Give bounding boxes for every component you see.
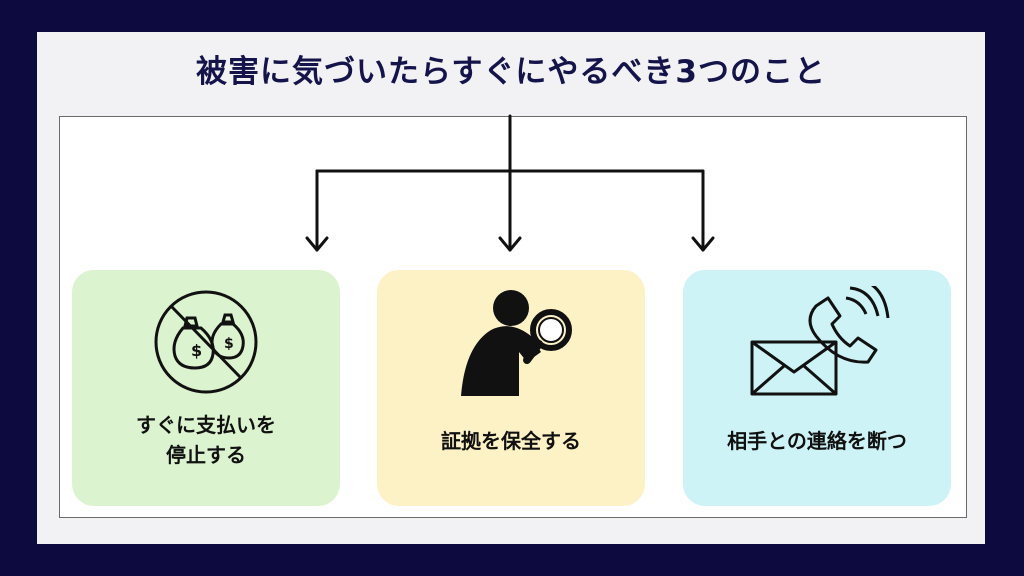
page-title: 被害に気づいたらすぐにやるべき3つのこと <box>196 54 826 90</box>
step-label-line1: すぐに支払いを <box>136 413 276 437</box>
step-label-preserve-evidence: 証拠を保全する <box>441 429 581 453</box>
no-money-icon: $ $ <box>154 290 258 394</box>
step-card-stop-payment: $ $ すぐに支払いを 停止する <box>72 270 340 506</box>
arrowhead-right <box>691 236 715 252</box>
arrowhead-left <box>305 236 329 252</box>
step-card-cut-contact: 相手との連絡を断つ <box>683 270 951 506</box>
step-label-stop-payment: すぐに支払いを 停止する <box>82 410 330 470</box>
step-label-line2: 停止する <box>166 443 246 467</box>
arrowhead-center <box>498 236 522 252</box>
svg-text:$: $ <box>191 341 202 360</box>
svg-text:$: $ <box>224 336 234 352</box>
step-label-cut-contact: 相手との連絡を断つ <box>727 429 907 453</box>
poster: 被害に気づいたらすぐにやるべき3つのこと $ $ <box>37 32 985 544</box>
step-card-preserve-evidence: 証拠を保全する <box>377 270 645 506</box>
mail-phone-icon <box>750 286 890 396</box>
magnifier-person-icon <box>461 290 572 396</box>
connector-arrows <box>305 114 715 252</box>
